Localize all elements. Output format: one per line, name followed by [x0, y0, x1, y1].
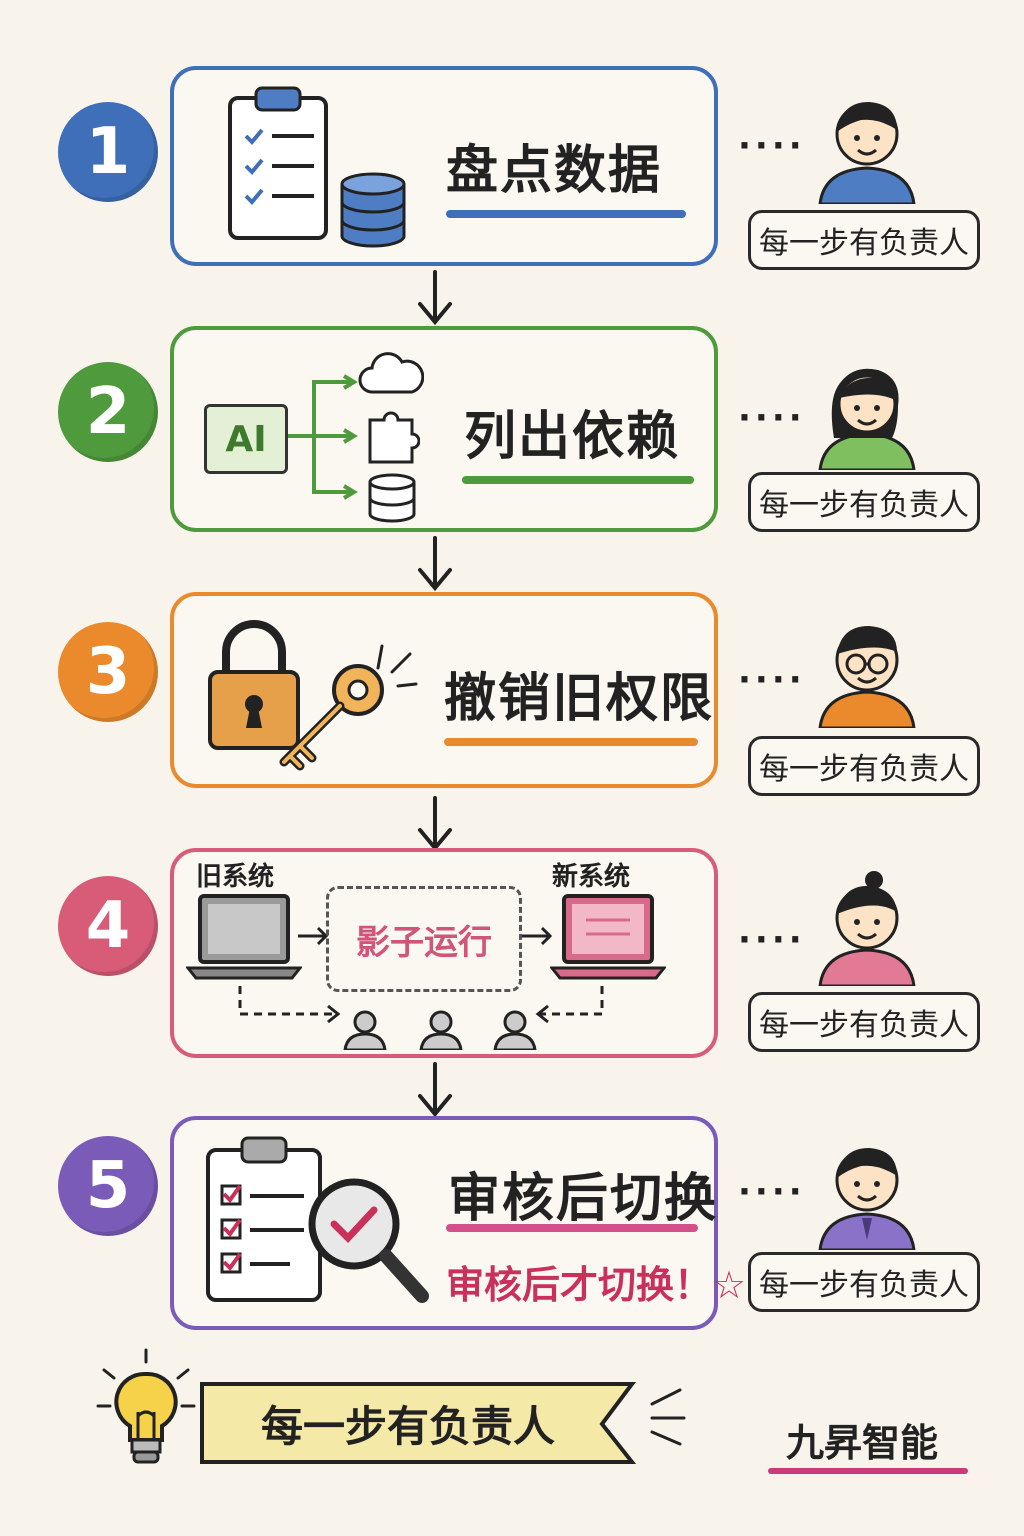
person-icon: [818, 102, 916, 204]
footer-banner-shape: [200, 1382, 637, 1464]
arrow-down-icon: [418, 796, 452, 852]
arrow-down-icon: [418, 270, 452, 326]
step-5-owner-tag: 每一步有负责人: [748, 1252, 980, 1312]
laptop-icon: [186, 894, 302, 980]
step-3-card: 撤销旧权限: [170, 592, 718, 788]
cloud-icon: [358, 352, 424, 394]
person-icon: [818, 871, 916, 986]
step-1-number-badge: 1: [58, 102, 158, 202]
branch-arrows-icon: [288, 374, 358, 500]
step-4-number-badge: 4: [58, 876, 158, 976]
padlock-icon: [208, 620, 300, 750]
person-icon: [493, 1010, 537, 1050]
person-icon: [818, 368, 916, 470]
step-5-dots: ····: [738, 1172, 806, 1212]
database-icon: [368, 473, 416, 523]
step-5-number-badge: 5: [58, 1136, 158, 1236]
brand-underline: [768, 1468, 968, 1474]
arrow-down-icon: [418, 1062, 452, 1118]
puzzle-icon: [368, 411, 420, 464]
step-3-title-underline: [444, 738, 698, 746]
dashed-return-arrows-icon: [238, 986, 604, 1024]
step-2-number-badge: 2: [58, 362, 158, 462]
new-system-label: 新系统: [552, 862, 631, 892]
step-5-title-underline: [446, 1224, 698, 1232]
step-2-card: AI 列出依赖: [170, 326, 718, 532]
step-4-owner-tag: 每一步有负责人: [748, 992, 980, 1052]
step-3-number-badge: 3: [58, 622, 158, 722]
person-icon: [419, 1010, 463, 1050]
arrow-down-icon: [418, 536, 452, 592]
laptop-icon: [550, 894, 666, 980]
database-icon: [340, 172, 406, 248]
step-1-title-underline: [446, 210, 686, 218]
step-4-dots: ····: [738, 920, 806, 960]
clipboard-checklist-icon: [206, 1136, 322, 1302]
shadow-run-box: 影子运行: [326, 886, 522, 992]
step-5-card: 审核后切换 审核后才切换！☆: [170, 1116, 746, 1330]
step-2-title: 列出依赖: [464, 407, 681, 467]
old-system-label: 旧系统: [196, 862, 275, 892]
person-icon: [818, 626, 916, 728]
step-3-dots: ····: [738, 660, 806, 700]
step-3-title: 撤销旧权限: [444, 669, 715, 729]
step-1-title: 盘点数据: [446, 141, 663, 201]
key-icon: [279, 664, 384, 771]
step-5-note: 审核后才切换！☆: [446, 1263, 747, 1307]
step-5-title: 审核后切换: [448, 1169, 719, 1229]
step-2-title-underline: [462, 476, 694, 484]
step-1-owner-tag: 每一步有负责人: [748, 210, 980, 270]
step-1-card: 盘点数据: [170, 66, 718, 266]
sparkle-lines-icon: [650, 1388, 686, 1446]
step-3-owner-tag: 每一步有负责人: [748, 736, 980, 796]
step-1-dots: ····: [738, 126, 806, 166]
brand-name: 九昇智能: [786, 1421, 939, 1465]
person-icon: [343, 1010, 387, 1050]
step-2-owner-tag: 每一步有负责人: [748, 472, 980, 532]
clipboard-checklist-icon: [228, 86, 328, 240]
arrow-right-icon: [522, 926, 553, 946]
ai-box: AI: [204, 404, 288, 474]
person-icon: [818, 1148, 916, 1250]
lightbulb-icon: [96, 1348, 196, 1464]
step-2-dots: ····: [738, 398, 806, 438]
sparkle-lines-icon: [376, 644, 418, 688]
magnifier-check-icon: [308, 1178, 429, 1303]
footer-banner-text: 每一步有负责人: [260, 1401, 555, 1451]
